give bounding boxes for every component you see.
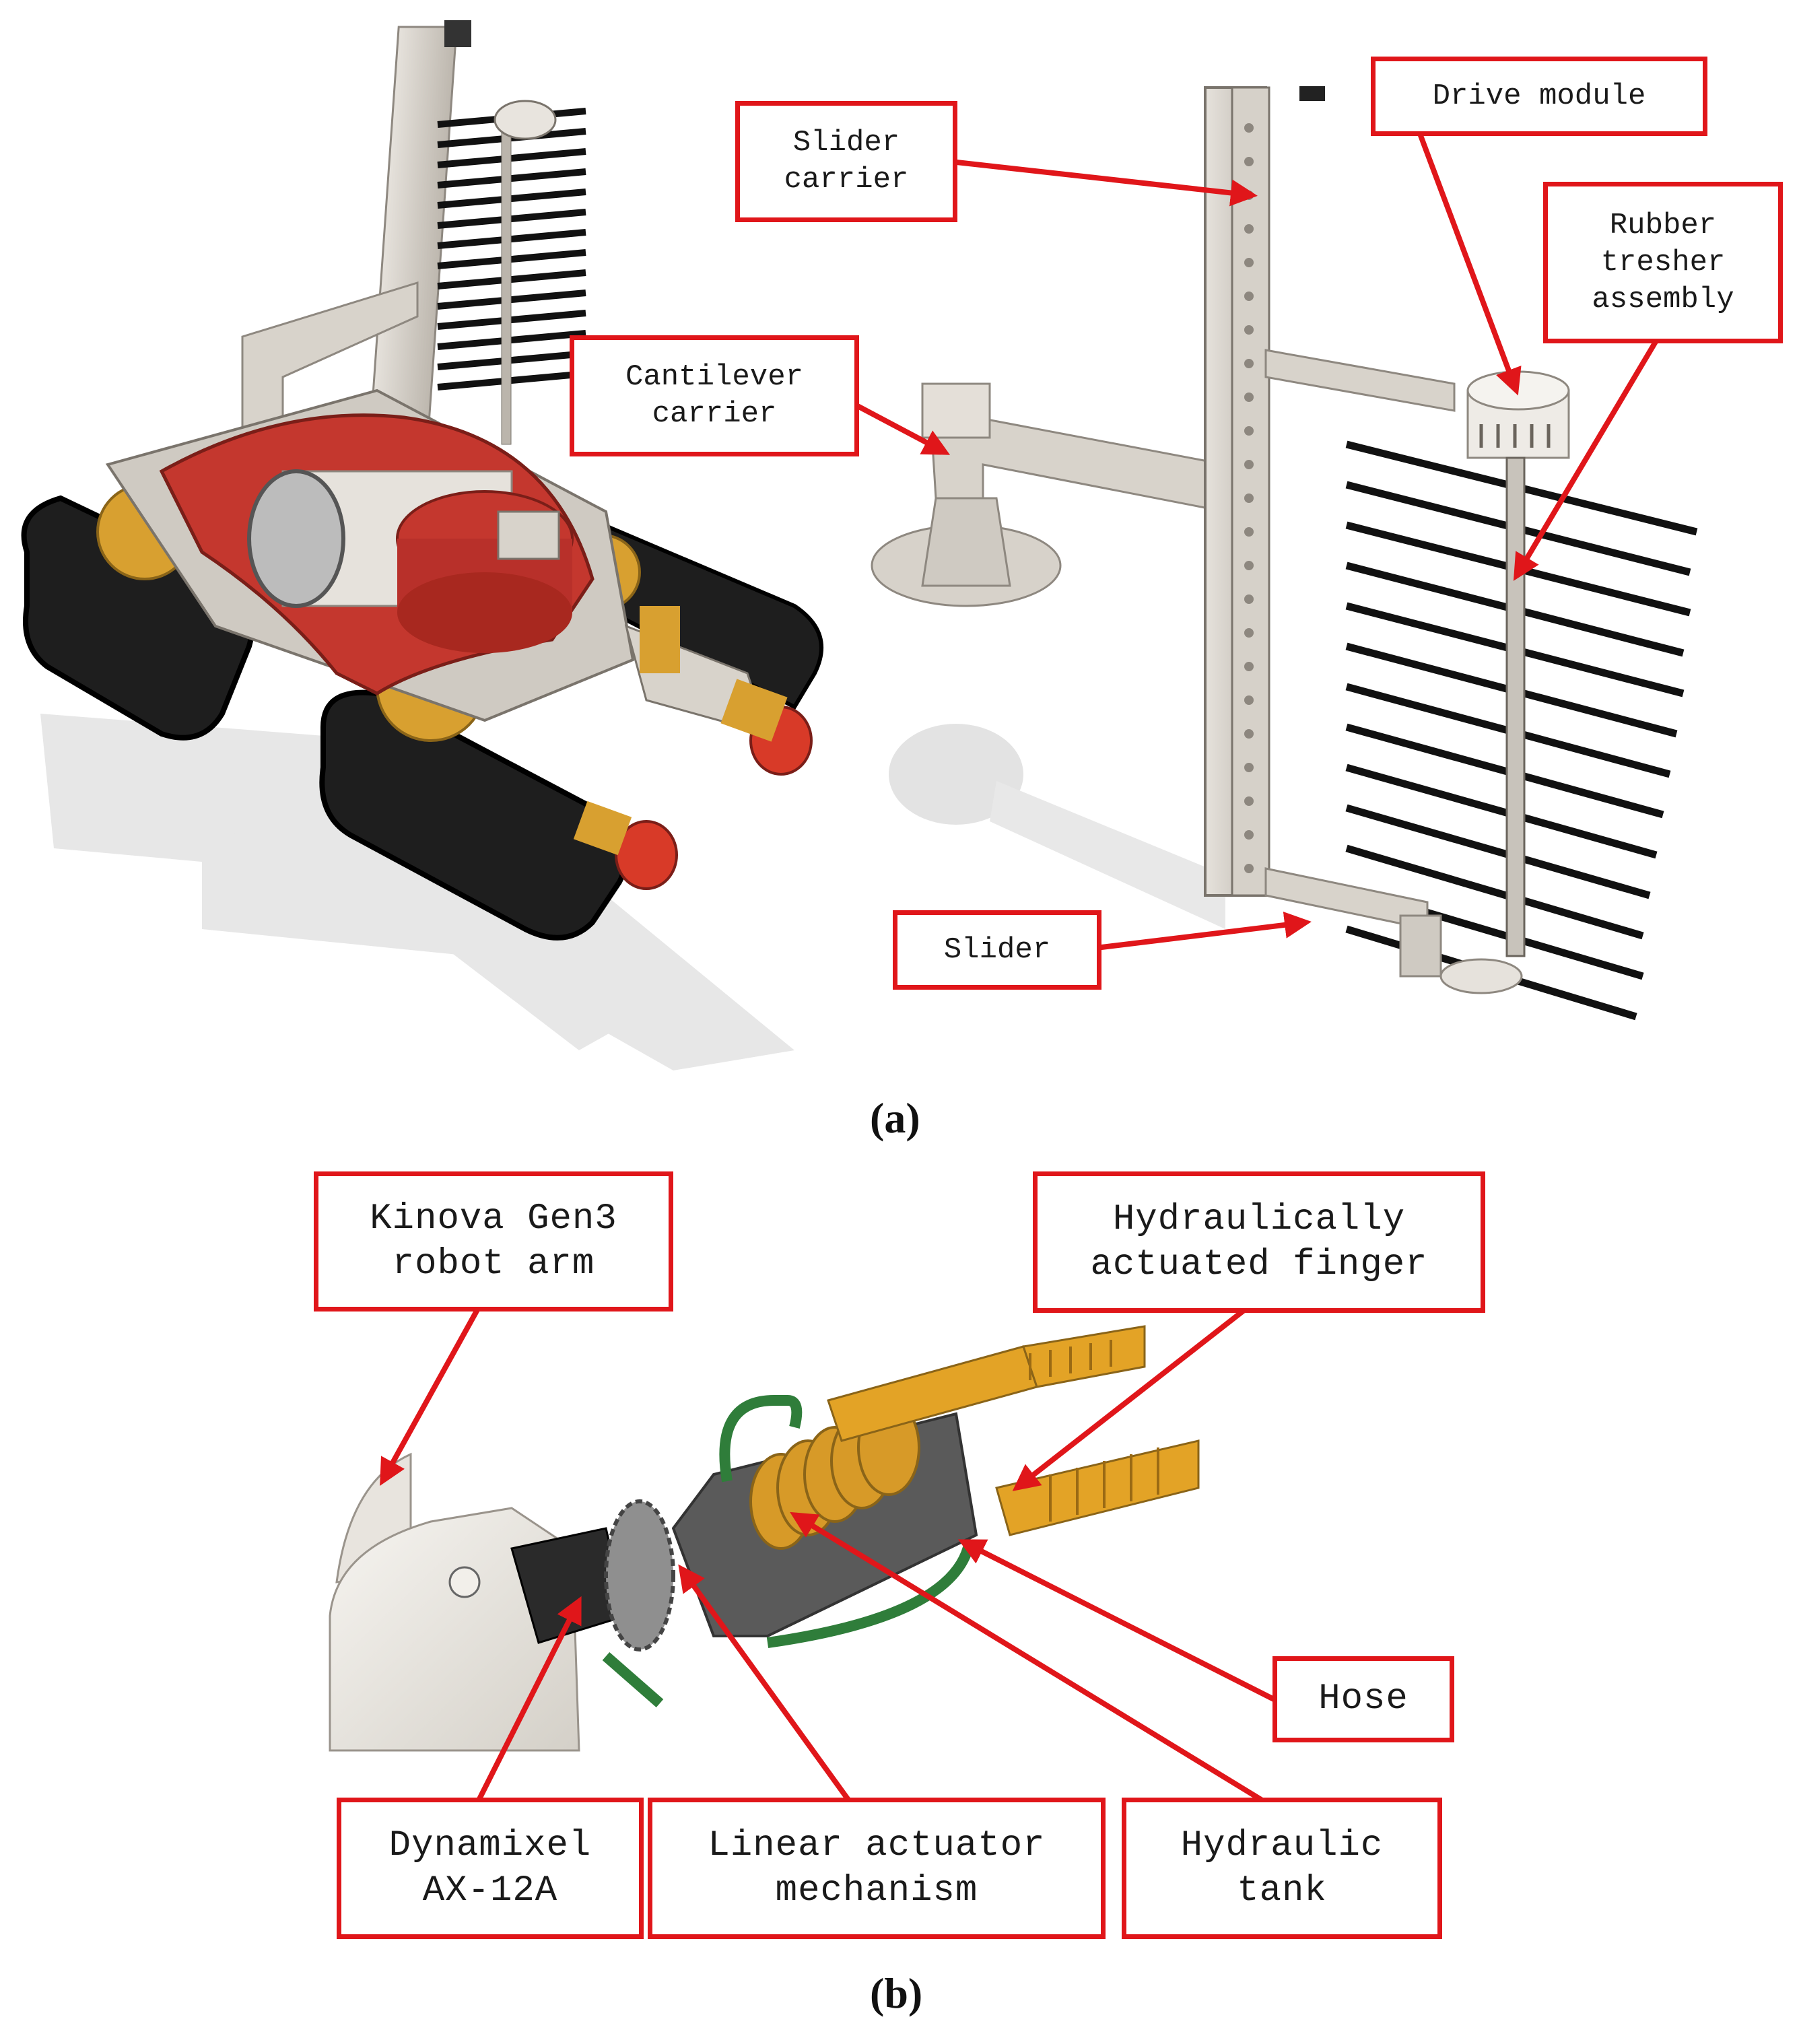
callout-hose: Hose [1272, 1656, 1454, 1742]
callout-hydraulic-tank: Hydraulic tank [1122, 1798, 1442, 1939]
arrow-hose [957, 1539, 1275, 1702]
callout-slider: Slider [893, 910, 1101, 990]
tracked-robot-render [21, 20, 823, 1070]
arrow-hydraulic-finger [1012, 1307, 1246, 1491]
arrow-dynamixel [475, 1596, 582, 1803]
callout-hydraulically-actuated-finger: Hydraulically actuated finger [1033, 1171, 1485, 1313]
callout-linear-actuator-mechanism: Linear actuator mechanism [648, 1798, 1106, 1939]
arrow-slider [1095, 912, 1312, 951]
arrow-drive-module [1417, 131, 1522, 396]
thresher-assembly-render [871, 86, 1698, 1021]
callout-dynamixel-ax-12a: Dynamixel AX-12A [337, 1798, 644, 1939]
callout-cantilever-carrier: Cantilever carrier [570, 335, 859, 456]
arrow-kinova-arm [380, 1305, 482, 1486]
arrow-hydraulic-tank [790, 1511, 1266, 1804]
callout-kinova-gen3-robot-arm: Kinova Gen3 robot arm [314, 1171, 673, 1311]
caption-b: (b) [870, 1969, 923, 2017]
callout-slider-carrier: Slider carrier [735, 101, 957, 222]
arrow-linear-actuator [678, 1564, 852, 1804]
arrow-cantilever-carrier [852, 401, 951, 455]
callout-drive-module: Drive module [1371, 57, 1707, 136]
arrow-rubber-tresher [1513, 339, 1659, 581]
arrow-slider-carrier [950, 159, 1258, 207]
callout-rubber-tresher-assembly: Rubber tresher assembly [1543, 182, 1783, 343]
caption-a: (a) [870, 1094, 920, 1142]
